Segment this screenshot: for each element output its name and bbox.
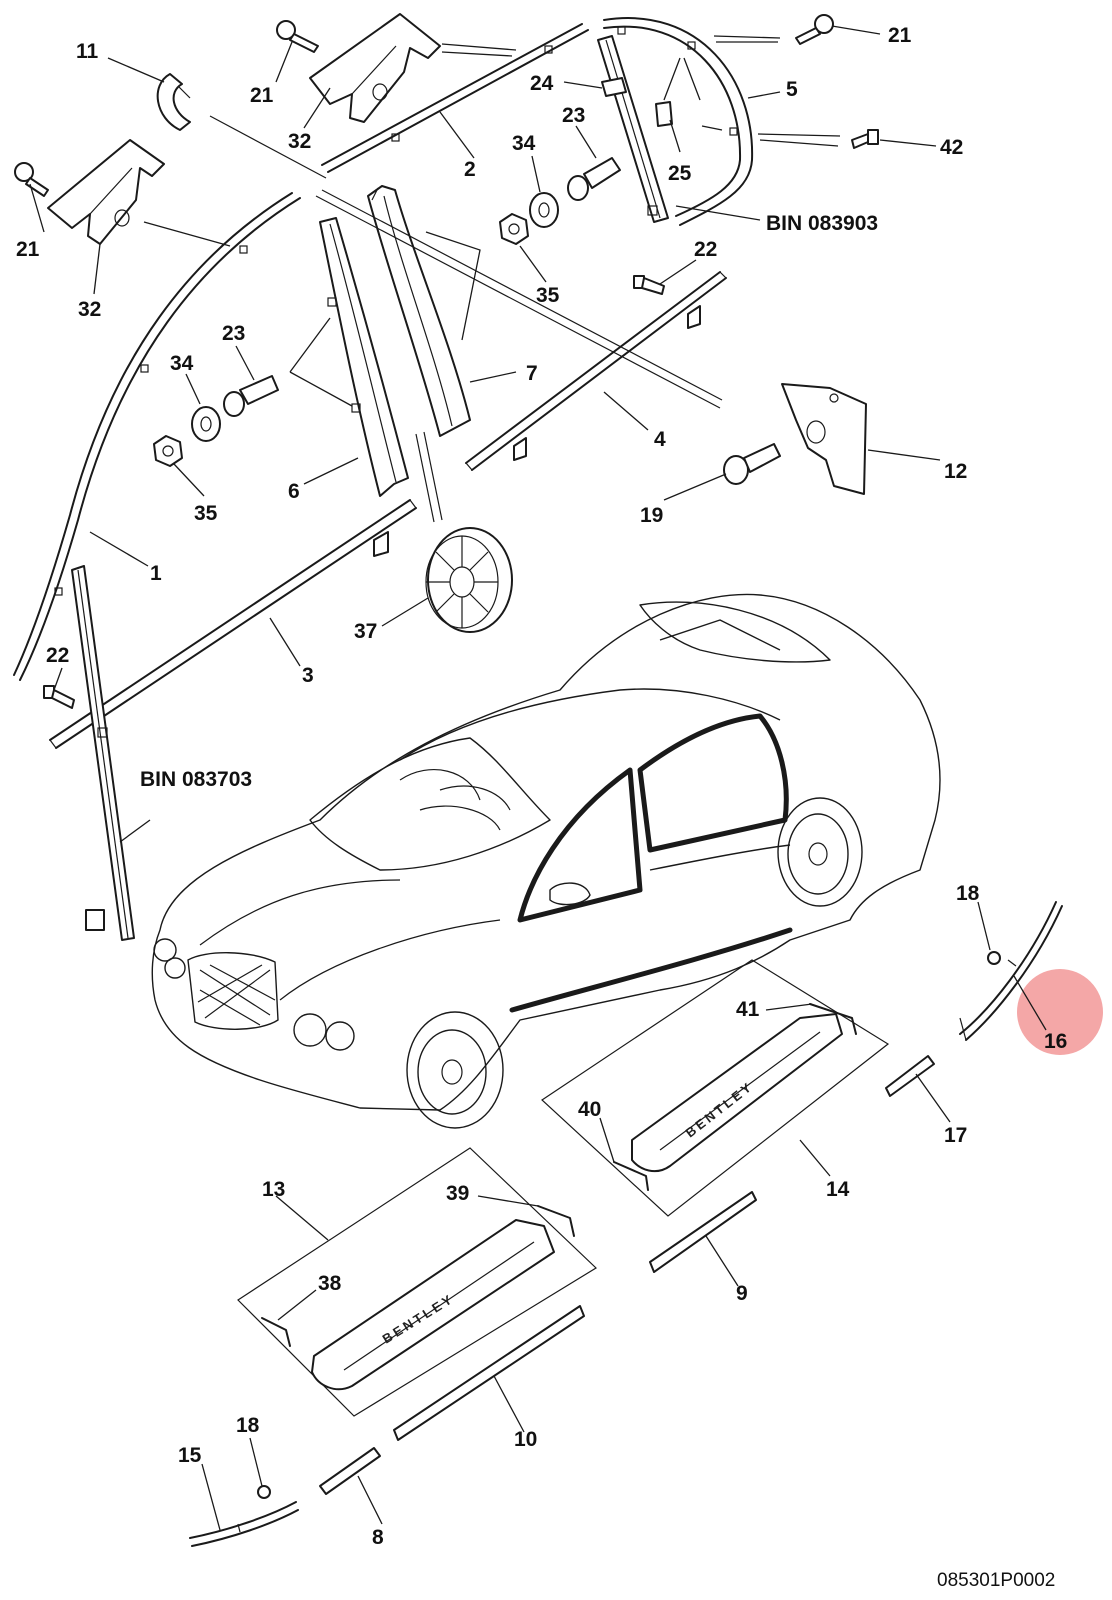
ref-bin-front: BIN 083703 — [140, 768, 252, 791]
callout-9: 9 — [736, 1282, 748, 1305]
callout-22-upper: 22 — [694, 238, 717, 261]
car-illustration — [151, 593, 941, 1129]
callout-37: 37 — [354, 620, 377, 643]
callout-39: 39 — [446, 1182, 469, 1205]
callout-19: 19 — [640, 504, 663, 527]
part-32-cover-lower — [47, 139, 165, 245]
part-38-seal — [261, 1317, 291, 1347]
part-14-outline — [541, 959, 890, 1217]
part-13-sill-plate: BENTLEY — [311, 1219, 555, 1391]
callout-35-upper: 35 — [536, 284, 560, 307]
part-3-belt-trim — [49, 499, 417, 749]
part-18-clip-left — [257, 1485, 271, 1499]
part-22-bolt-lower — [43, 685, 75, 709]
part-37-wheel-badge — [425, 527, 513, 633]
part-19-screw — [723, 443, 781, 485]
part-40-seal — [613, 1161, 649, 1191]
drawing-number: 085301P0002 — [937, 1570, 1055, 1591]
callout-34-lower: 34 — [170, 352, 194, 375]
rear-door-channel — [597, 35, 669, 223]
part-13-outline — [237, 1147, 597, 1417]
part-42-bolt — [851, 129, 879, 149]
callout-13: 13 — [262, 1178, 285, 1201]
callout-22-lower: 22 — [46, 644, 69, 667]
callout-1: 1 — [150, 562, 162, 585]
callout-10: 10 — [514, 1428, 537, 1451]
part-14-sill-plate: BENTLEY — [631, 1013, 843, 1173]
callout-6: 6 — [288, 480, 300, 503]
part-15-arch-trim — [189, 1501, 299, 1547]
callout-24: 24 — [530, 72, 554, 95]
callout-12: 12 — [944, 460, 967, 483]
part-21-screw-c — [14, 162, 49, 197]
callout-2: 2 — [464, 158, 476, 181]
part-34-washer-upper — [529, 192, 559, 228]
part-11-clip — [156, 73, 191, 131]
callout-41: 41 — [736, 998, 760, 1021]
part-23-stud-lower — [223, 375, 279, 417]
callout-34-upper: 34 — [512, 132, 536, 155]
part-16-arch-trim — [959, 901, 1063, 1041]
part-21-screw-a — [276, 20, 319, 53]
rod-line-e — [415, 433, 435, 523]
callout-42: 42 — [940, 136, 963, 159]
front-door-channel — [71, 565, 135, 941]
part-18-clip-right — [987, 951, 1001, 965]
highlight-marker — [1017, 969, 1103, 1055]
part-7-pillar-trim — [367, 185, 471, 437]
callout-17: 17 — [944, 1124, 967, 1147]
callout-23-upper: 23 — [562, 104, 585, 127]
rod-line-c — [321, 189, 723, 401]
part-41-seal — [809, 1003, 857, 1035]
part-1-front-frame-trim — [13, 192, 301, 681]
callout-40: 40 — [578, 1098, 601, 1121]
part-22-bolt-upper — [633, 275, 665, 295]
callout-14: 14 — [826, 1178, 850, 1201]
callout-25: 25 — [668, 162, 692, 185]
part-35-nut-lower — [153, 435, 183, 467]
callout-4: 4 — [654, 428, 666, 451]
part-5-rear-frame-trim — [603, 17, 754, 226]
part-23-stud-upper — [567, 157, 621, 201]
callout-21-top: 21 — [250, 84, 274, 107]
callout-21-right: 21 — [888, 24, 912, 47]
part-6-pillar-trim — [319, 217, 409, 497]
part-24-pad — [601, 77, 627, 97]
callout-5: 5 — [786, 78, 798, 101]
part-34-washer-lower — [191, 406, 221, 442]
callout-23-lower: 23 — [222, 322, 245, 345]
callout-15: 15 — [178, 1444, 202, 1467]
callout-11: 11 — [76, 40, 99, 63]
part-25-pad — [655, 101, 673, 127]
callout-32-top: 32 — [288, 130, 311, 153]
callout-38: 38 — [318, 1272, 342, 1295]
part-35-nut-upper — [499, 213, 529, 245]
part-9-trim-strip — [649, 1191, 757, 1273]
callout-18-right: 18 — [956, 882, 980, 905]
part-17-trim-strip — [885, 1055, 935, 1097]
callout-18-left: 18 — [236, 1414, 260, 1437]
part-10-trim-strip — [393, 1305, 585, 1441]
part-8-trim-strip — [319, 1447, 381, 1495]
callout-35-lower: 35 — [194, 502, 218, 525]
part-4-belt-trim — [465, 271, 727, 471]
rod-line-a — [209, 115, 327, 179]
part-21-screw-b — [795, 14, 834, 45]
callout-21-left: 21 — [16, 238, 40, 261]
callout-8: 8 — [372, 1526, 384, 1549]
part-2-upper-trim — [321, 23, 589, 173]
callout-32-left: 32 — [78, 298, 101, 321]
part-12-bracket — [781, 383, 867, 495]
rod-line-b — [315, 195, 721, 409]
rod-line-d — [423, 431, 443, 521]
callout-16: 16 — [1044, 1030, 1067, 1053]
ref-bin-rear: BIN 083903 — [766, 212, 878, 235]
part-32-cover-upper — [309, 13, 441, 123]
callout-7: 7 — [526, 362, 538, 385]
leader-lines — [29, 25, 1047, 1531]
part-39-seal — [537, 1205, 575, 1237]
callout-3: 3 — [302, 664, 314, 687]
